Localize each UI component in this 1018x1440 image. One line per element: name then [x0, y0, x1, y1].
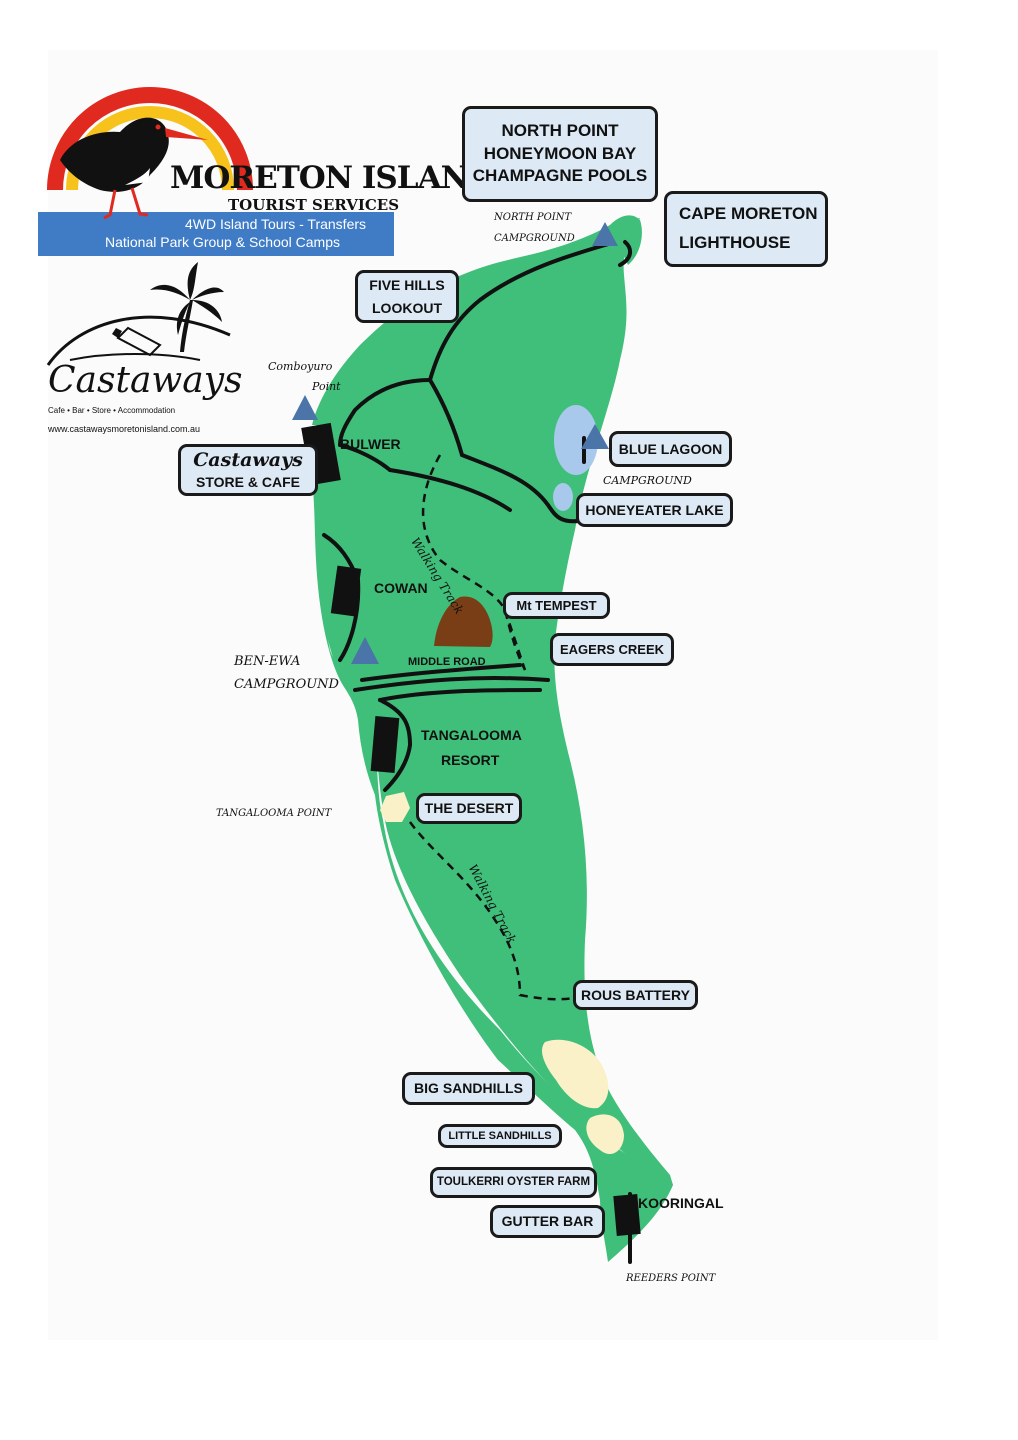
moreton-logo	[38, 87, 394, 256]
honeyeater-lake-water	[553, 483, 573, 511]
castaways-logo-name: Castaways	[48, 360, 243, 401]
little-sandhills-sand	[586, 1114, 624, 1155]
comboyuro-line2: Point	[312, 380, 341, 393]
desert-sand	[380, 792, 410, 822]
north-point-camp-icon	[592, 222, 618, 246]
the-desert-label: THE DESERT	[416, 793, 522, 824]
ben-ewa-line2: CAMPGROUND	[234, 677, 339, 692]
little-sandhills-label: LITTLE SANDHILLS	[438, 1124, 562, 1148]
moreton-logo-subtitle: TOURIST SERVICES	[228, 196, 400, 214]
cape-moreton-line1: CAPE MORETON	[679, 204, 818, 224]
bulwer-label: BULWER	[340, 436, 401, 452]
toulkerri-label: TOULKERRI OYSTER FARM	[430, 1167, 597, 1198]
moreton-logo-title: MORETON ISLAND	[170, 160, 495, 196]
castaways-store-line1: Castaways	[193, 448, 303, 471]
kooringal-block	[613, 1194, 641, 1236]
north-point-line1: NORTH POINT	[501, 120, 619, 140]
big-sandhills-text: BIG SANDHILLS	[414, 1080, 523, 1097]
rous-battery-label: ROUS BATTERY	[573, 980, 698, 1010]
kooringal-label: KOORINGAL	[638, 1195, 724, 1211]
reeders-point-label: REEDERS POINT	[626, 1273, 716, 1284]
five-hills-line2: LOOKOUT	[372, 299, 442, 316]
cowan-label: COWAN	[374, 580, 428, 596]
cape-moreton-line2: LIGHTHOUSE	[679, 233, 791, 252]
the-desert-text: THE DESERT	[424, 800, 514, 817]
blue-lagoon-text: BLUE LAGOON	[618, 440, 723, 457]
comboyuro-camp-icon	[292, 395, 318, 420]
tangalooma-label-line1: TANGALOOMA	[421, 727, 522, 743]
north-point-campground-line1: NORTH POINT	[494, 212, 572, 223]
big-sandhills-sand	[542, 1039, 609, 1109]
tangalooma-block	[370, 716, 400, 773]
tangalooma-label-line2: RESORT	[441, 752, 500, 768]
blue-lagoon-camp-icon	[581, 424, 609, 449]
north-point-line3: CHAMPAGNE POOLS	[472, 166, 648, 186]
honeyeater-lake-text: HONEYEATER LAKE	[585, 501, 724, 518]
north-point-line2: HONEYMOON BAY	[483, 143, 637, 163]
castaways-store-line2: STORE & CAFE	[196, 474, 300, 491]
castaways-logo	[46, 262, 231, 366]
cape-moreton-label: CAPE MORETON LIGHTHOUSE	[664, 191, 828, 267]
message-bottle-icon	[112, 326, 162, 357]
castaways-logo-url: www.castawaysmoretonisland.com.au	[48, 424, 201, 434]
north-point-campground-line2: CAMPGROUND	[494, 233, 575, 244]
gutter-bar-text: GUTTER BAR	[501, 1213, 594, 1230]
campground-markers	[292, 222, 618, 664]
castaways-logo-tagline: Cafe • Bar • Store • Accommodation	[48, 406, 176, 415]
toulkerri-text: TOULKERRI OYSTER FARM	[436, 1175, 591, 1188]
cape-tip	[610, 215, 642, 265]
north-point-label: NORTH POINT HONEYMOON BAY CHAMPAGNE POOL…	[462, 106, 658, 202]
moreton-logo-line1: 4WD Island Tours - Transfers	[185, 216, 367, 232]
rous-battery-text: ROUS BATTERY	[581, 986, 690, 1003]
oystercatcher-bird-icon	[60, 117, 208, 220]
settlements	[301, 422, 641, 1236]
blue-lagoon-label: BLUE LAGOON	[609, 431, 732, 467]
five-hills-line1: FIVE HILLS	[369, 276, 445, 293]
eagers-creek-text: EAGERS CREEK	[559, 641, 665, 657]
mt-tempest-text: Mt TEMPEST	[516, 597, 597, 613]
ben-ewa-camp-icon	[351, 637, 379, 664]
castaways-store-label: Castaways STORE & CAFE	[178, 444, 318, 496]
comboyuro-line1: Comboyuro	[268, 360, 333, 373]
palm-tree-icon	[150, 262, 224, 352]
little-sandhills-text: LITTLE SANDHILLS	[448, 1129, 552, 1142]
honeyeater-lake-label: HONEYEATER LAKE	[576, 493, 733, 527]
cowan-block	[330, 565, 362, 617]
blue-lagoon-water	[554, 405, 598, 475]
gutter-bar-label: GUTTER BAR	[490, 1205, 605, 1238]
eagers-creek-label: EAGERS CREEK	[550, 633, 674, 666]
mt-tempest-mountain	[434, 596, 493, 647]
tangalooma-point-label: TANGALOOMA POINT	[216, 808, 332, 819]
blue-lagoon-campground: CAMPGROUND	[603, 474, 692, 487]
ben-ewa-line1: BEN-EWA	[234, 654, 301, 669]
mt-tempest-label: Mt TEMPEST	[503, 592, 610, 619]
moreton-logo-line2: National Park Group & School Camps	[105, 234, 340, 250]
big-sandhills-label: BIG SANDHILLS	[402, 1072, 535, 1105]
five-hills-label: FIVE HILLS LOOKOUT	[355, 270, 459, 323]
middle-road-label: MIDDLE ROAD	[408, 656, 486, 668]
